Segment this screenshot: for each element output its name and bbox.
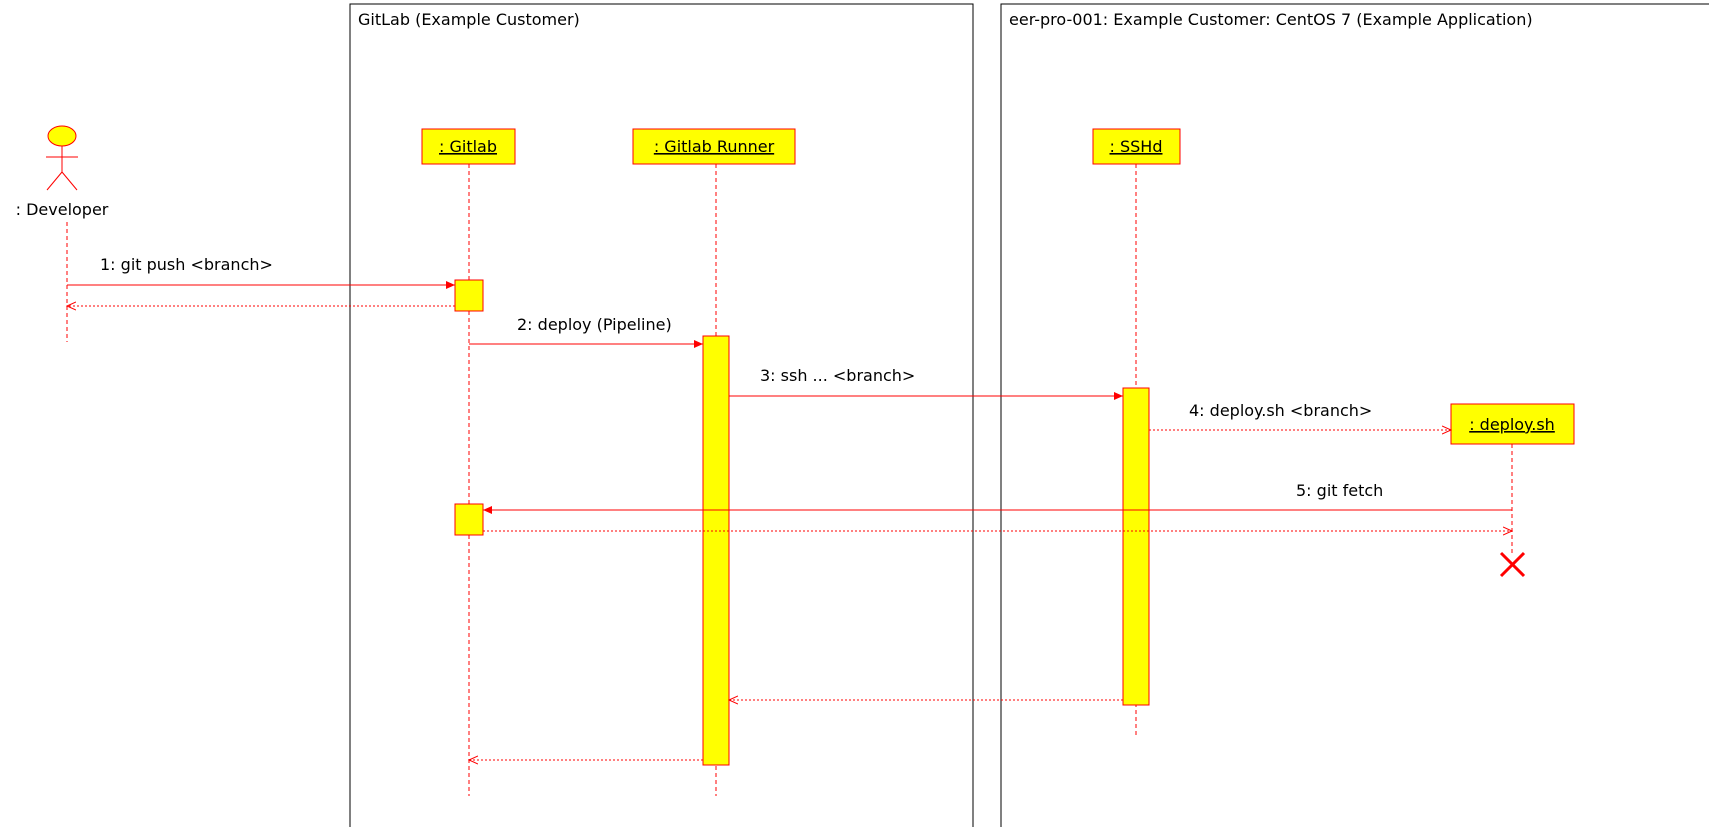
- object-deploy-sh: : deploy.sh: [1450, 403, 1575, 578]
- activation-gitlab-2: [454, 503, 484, 536]
- stick-figure-icon: [46, 125, 78, 191]
- message-5-label: 5: git fetch: [1296, 481, 1383, 500]
- object-gitlab-runner: : Gitlab Runner: [632, 128, 796, 796]
- activation-sshd: [1122, 387, 1150, 706]
- message-4-label: 4: deploy.sh <branch>: [1189, 401, 1372, 420]
- destroy-x-icon: [1499, 551, 1526, 578]
- object-sshd-label: : SSHd: [1110, 137, 1163, 156]
- frame-gitlab-title: GitLab (Example Customer): [358, 10, 580, 29]
- frame-centos-title: eer-pro-001: Example Customer: CentOS 7 …: [1009, 10, 1533, 29]
- object-deploy-sh-label: : deploy.sh: [1469, 415, 1555, 434]
- message-2-label: 2: deploy (Pipeline): [517, 315, 672, 334]
- object-gitlab-label: : Gitlab: [439, 137, 497, 156]
- frame-gitlab: GitLab (Example Customer): [349, 3, 974, 827]
- actor-developer: : Developer: [16, 125, 109, 342]
- message-1: 1: git push <branch>: [67, 255, 455, 289]
- message-5: 5: git fetch: [483, 481, 1512, 514]
- message-4: 4: deploy.sh <branch>: [1149, 401, 1451, 430]
- activation-gitlab-1: [454, 279, 484, 312]
- message-3-label: 3: ssh ... <branch>: [760, 366, 915, 385]
- object-gitlab-runner-label: : Gitlab Runner: [654, 137, 775, 156]
- message-1-label: 1: git push <branch>: [100, 255, 273, 274]
- activation-gitlab-runner: [702, 335, 730, 766]
- message-3: 3: ssh ... <branch>: [729, 366, 1123, 400]
- object-gitlab: : Gitlab: [421, 128, 516, 796]
- frame-centos: eer-pro-001: Example Customer: CentOS 7 …: [1000, 3, 1709, 827]
- message-2: 2: deploy (Pipeline): [469, 315, 703, 348]
- actor-developer-label: : Developer: [16, 200, 109, 219]
